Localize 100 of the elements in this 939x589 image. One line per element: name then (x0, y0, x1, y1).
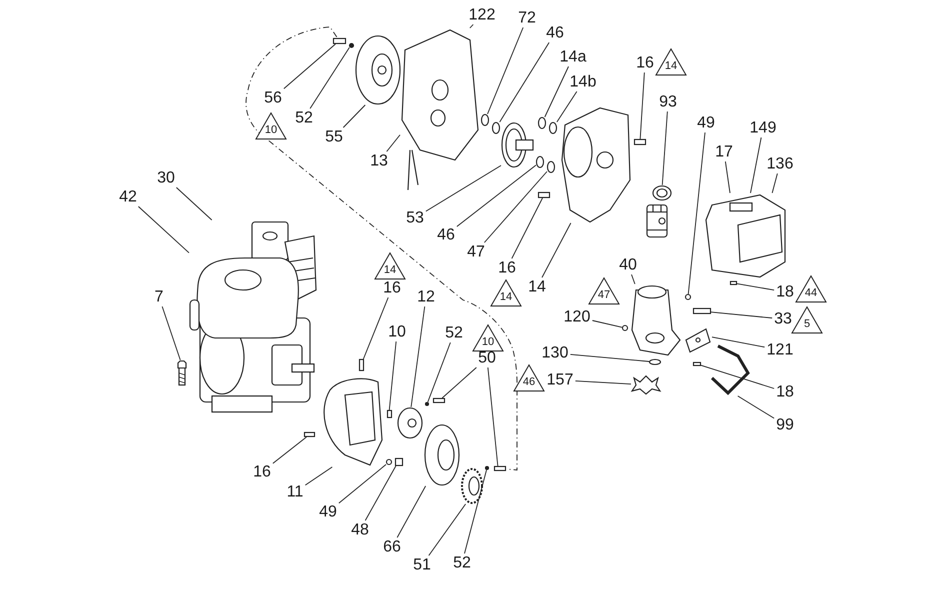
callout-number: 42 (118, 188, 138, 206)
callout-number: 49 (318, 504, 338, 520)
callout-number: 7 (154, 288, 164, 306)
bolt-drawing (634, 139, 646, 145)
callout-number: 130 (540, 344, 570, 362)
leader-line (362, 297, 389, 360)
leader-line (712, 336, 766, 348)
leader-line (544, 66, 569, 118)
callout-number: 72 (517, 10, 537, 26)
coupler-drawing (397, 407, 423, 439)
nut-drawing (622, 325, 628, 331)
leader-line (427, 342, 451, 402)
leader-line (556, 91, 578, 122)
callout-number: 16 (252, 464, 272, 480)
callout-number: 99 (775, 416, 795, 434)
callout-number: 14 (527, 278, 547, 296)
leader-line (710, 312, 773, 318)
leader-line (342, 104, 366, 128)
leader-line (283, 44, 336, 90)
dashed-line (246, 26, 518, 470)
washer-drawing (481, 114, 489, 126)
leader-line (484, 171, 548, 243)
callout-number: 17 (714, 144, 734, 160)
leader-line (640, 72, 645, 140)
callout-number: 10 (387, 324, 407, 340)
washer-drawing (348, 42, 354, 48)
leader-line (542, 222, 572, 278)
callout-number: 14a (558, 48, 588, 66)
plate-drawing (684, 327, 712, 354)
gear-drawing (461, 468, 483, 504)
callout-number: 93 (658, 94, 678, 110)
callout-number: 66 (382, 538, 402, 556)
bolt-drawing (693, 308, 711, 314)
callout-number: 52 (452, 554, 472, 572)
leader-line (592, 320, 622, 328)
leader-line (176, 187, 212, 220)
callout-number: 12 (416, 288, 436, 306)
leader-line (737, 396, 775, 419)
o-ring-drawing (649, 359, 661, 365)
washer-drawing (536, 156, 544, 168)
torque-triangle: 10 (472, 324, 504, 352)
leader-line (386, 134, 400, 152)
bolt-drawing (538, 192, 550, 198)
bolt-drawing (433, 398, 445, 403)
leader-line (469, 24, 474, 28)
washer-drawing (485, 466, 489, 470)
pump-housing-drawing (630, 284, 682, 357)
callout-number: 49 (696, 114, 716, 132)
leader-line (410, 306, 426, 408)
callout-number: 33 (773, 310, 793, 328)
leader-line (487, 27, 524, 114)
leader-line (442, 367, 477, 398)
callout-number: 50 (477, 350, 497, 366)
bolt-drawing (304, 432, 315, 437)
leader-line (570, 354, 650, 362)
leader-line (724, 161, 730, 194)
callout-number: 46 (545, 24, 565, 42)
torque-triangle: 14 (374, 252, 406, 280)
callout-number: 46 (436, 226, 456, 244)
washer-drawing (538, 117, 546, 129)
leader-line (456, 164, 536, 227)
torque-triangle: 14 (655, 48, 687, 76)
callout-number: 16 (382, 280, 402, 296)
callout-number: 120 (562, 308, 592, 326)
washer-drawing (425, 402, 429, 406)
bolt-drawing (395, 458, 403, 466)
torque-triangle: 5 (791, 306, 823, 334)
leader-line (425, 165, 502, 212)
callout-number: 18 (775, 384, 795, 400)
callout-number: 53 (405, 210, 425, 226)
gear-drawing (501, 122, 535, 168)
star-coupling-drawing (631, 375, 661, 396)
callout-number: 55 (324, 128, 344, 146)
leader-line (688, 132, 706, 294)
callout-number: 11 (286, 484, 304, 500)
callout-number: 136 (766, 156, 794, 172)
bolt-drawing (359, 359, 364, 371)
nut-drawing (386, 459, 392, 465)
callout-number: 40 (618, 256, 638, 274)
washer-drawing (492, 122, 500, 134)
leader-line (310, 47, 350, 109)
callout-number: 157 (546, 372, 574, 388)
leader-line (304, 466, 333, 486)
cover-drawing (704, 193, 787, 279)
ring-drawing (424, 424, 460, 486)
leader-line (750, 137, 762, 194)
callout-number: 13 (369, 152, 389, 170)
leader-line (736, 283, 775, 291)
leader-line (772, 173, 778, 194)
engine-drawing (189, 220, 317, 413)
washer-drawing (549, 122, 557, 134)
callout-number: 30 (156, 170, 176, 186)
torque-triangle: 47 (588, 277, 620, 305)
torque-triangle: 10 (255, 112, 287, 140)
bolt-drawing (494, 466, 506, 471)
leader-line (511, 198, 543, 259)
piston-drawing (645, 185, 672, 239)
washer-drawing (547, 161, 555, 173)
bolt-drawing (693, 362, 701, 366)
leader-line (662, 111, 668, 186)
